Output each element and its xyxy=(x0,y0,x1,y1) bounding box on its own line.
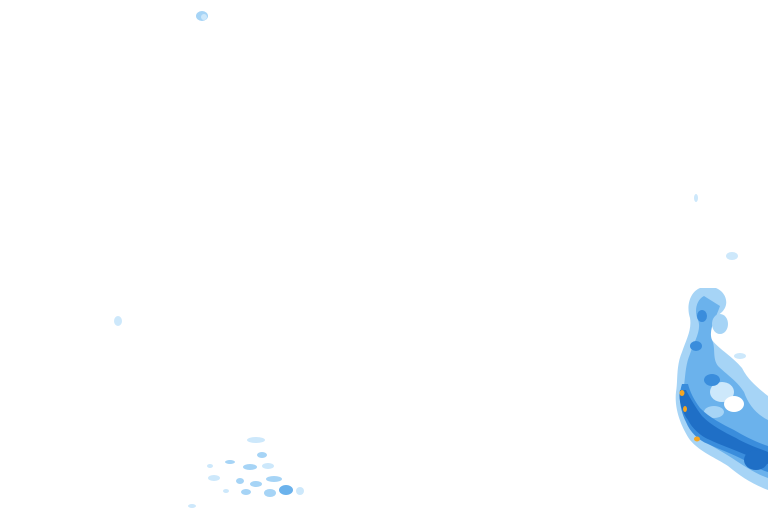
isolated-echo-left xyxy=(114,316,122,326)
scattered-echoes-bottom xyxy=(188,437,304,508)
isolated-echo-right xyxy=(694,194,738,260)
isolated-echo-top-left xyxy=(196,11,208,21)
storm-cell-main xyxy=(675,288,768,490)
